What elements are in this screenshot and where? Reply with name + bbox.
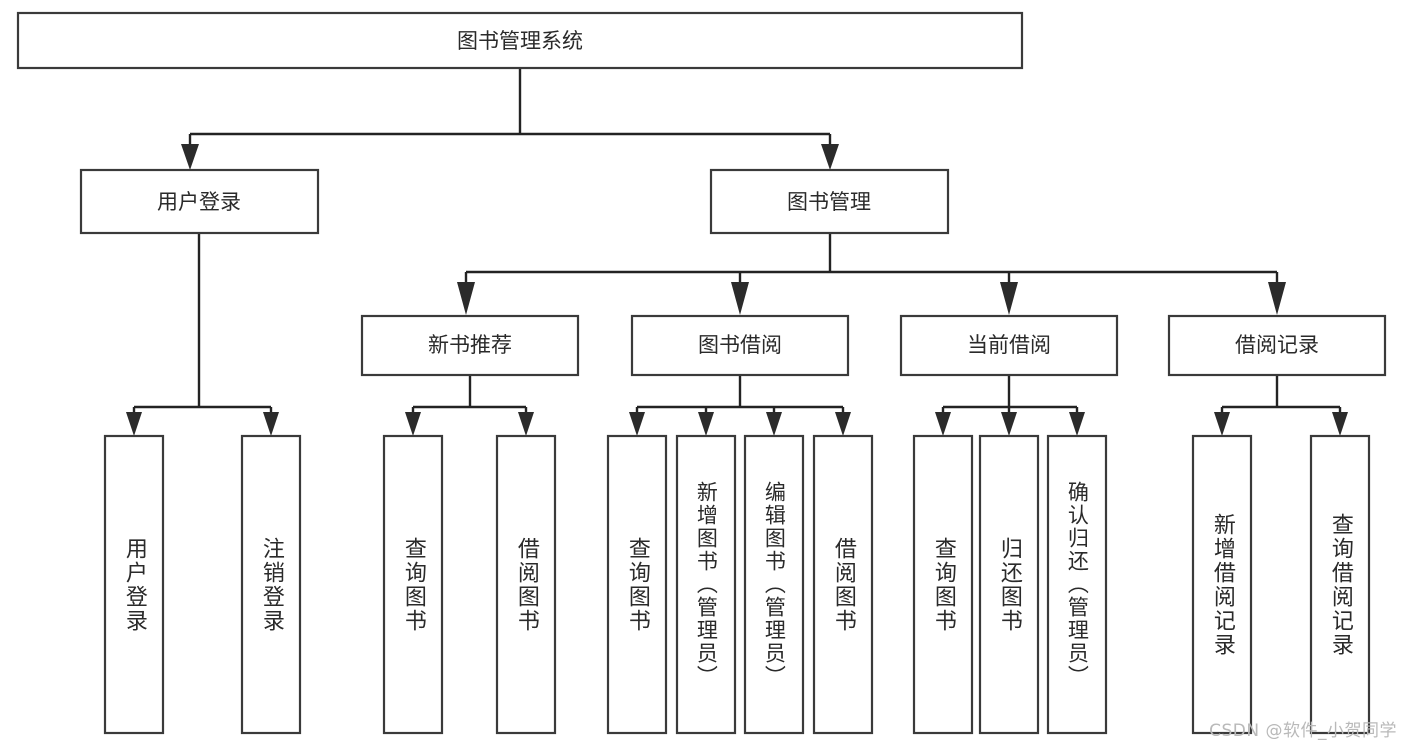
arrow-head-bb-3 (766, 412, 782, 436)
node-book-management[interactable]: 图书管理 (709, 168, 950, 235)
arrow-head-l3-3 (1000, 282, 1018, 315)
leaf-box-user-login-1[interactable] (103, 434, 165, 735)
connector-root-to-level2 (181, 68, 839, 170)
leaf-box-borrow-record-1[interactable] (1191, 434, 1253, 735)
arrow-head-cb-3 (1069, 412, 1085, 436)
node-root-box[interactable] (16, 11, 1024, 70)
leaf-box-user-login-2[interactable] (240, 434, 302, 735)
arrow-head-bb-4 (835, 412, 851, 436)
leaf-box-new-book-2[interactable] (495, 434, 557, 735)
leaf-box-current-borrow-2[interactable] (978, 434, 1040, 735)
node-borrow-record[interactable]: 借阅记录 (1167, 314, 1387, 377)
arrow-head-br-1 (1214, 412, 1230, 436)
connector-book-mgmt-to-level3 (457, 233, 1286, 315)
arrow-head-br-2 (1332, 412, 1348, 436)
node-new-book-recommend-box[interactable] (360, 314, 580, 377)
connector-user-login-to-leaves (126, 233, 279, 436)
node-root-label: 图书管理系统 (457, 29, 583, 53)
leaf-box-new-book-1[interactable] (382, 434, 444, 735)
arrow-head-l3-2 (731, 282, 749, 315)
connector-borrow-record-to-leaves (1214, 375, 1348, 436)
leaf-boxes-user-login (103, 434, 302, 735)
arrow-head-bb-1 (629, 412, 645, 436)
leaf-boxes-current-borrow (912, 434, 1108, 735)
leaf-box-book-borrow-4[interactable] (812, 434, 874, 735)
node-book-borrow-box[interactable] (630, 314, 850, 377)
arrow-head-ul-2 (263, 412, 279, 436)
node-borrow-record-label: 借阅记录 (1235, 333, 1319, 357)
arrow-head-ul-1 (126, 412, 142, 436)
node-book-borrow[interactable]: 图书借阅 (630, 314, 850, 377)
arrow-head-nb-1 (405, 412, 421, 436)
node-user-login-box[interactable] (79, 168, 320, 235)
arrow-head-book-mgmt (821, 144, 839, 170)
node-new-book-recommend[interactable]: 新书推荐 (360, 314, 580, 377)
leaf-box-current-borrow-3[interactable] (1046, 434, 1108, 735)
node-current-borrow[interactable]: 当前借阅 (899, 314, 1119, 377)
node-book-management-box[interactable] (709, 168, 950, 235)
node-book-management-label: 图书管理 (787, 190, 871, 214)
node-book-borrow-label: 图书借阅 (698, 333, 782, 357)
leaf-boxes-borrow-record (1191, 434, 1371, 735)
leaf-box-book-borrow-2[interactable] (675, 434, 737, 735)
leaf-box-book-borrow-1[interactable] (606, 434, 668, 735)
connector-current-borrow-to-leaves (935, 375, 1085, 436)
arrow-head-cb-2 (1001, 412, 1017, 436)
leaf-box-book-borrow-3[interactable] (743, 434, 805, 735)
arrow-head-l3-4 (1268, 282, 1286, 315)
leaf-box-current-borrow-1[interactable] (912, 434, 974, 735)
arrow-head-nb-2 (518, 412, 534, 436)
node-root[interactable]: 图书管理系统 (16, 11, 1024, 70)
arrow-head-bb-2 (698, 412, 714, 436)
node-new-book-recommend-label: 新书推荐 (428, 333, 512, 357)
leaf-boxes-book-borrow (606, 434, 874, 735)
node-current-borrow-box[interactable] (899, 314, 1119, 377)
arrow-head-cb-1 (935, 412, 951, 436)
csdn-watermark: CSDN @软件_小贺同学 (1209, 721, 1397, 741)
node-borrow-record-box[interactable] (1167, 314, 1387, 377)
connector-new-book-to-leaves (405, 375, 534, 436)
node-user-login[interactable]: 用户登录 (79, 168, 320, 235)
arrow-head-user-login (181, 144, 199, 170)
node-user-login-label: 用户登录 (157, 190, 241, 214)
leaf-boxes-new-book-recommend (382, 434, 557, 735)
connector-book-borrow-to-leaves (629, 375, 851, 436)
arrow-head-l3-1 (457, 282, 475, 315)
leaf-box-borrow-record-2[interactable] (1309, 434, 1371, 735)
node-current-borrow-label: 当前借阅 (967, 333, 1051, 357)
